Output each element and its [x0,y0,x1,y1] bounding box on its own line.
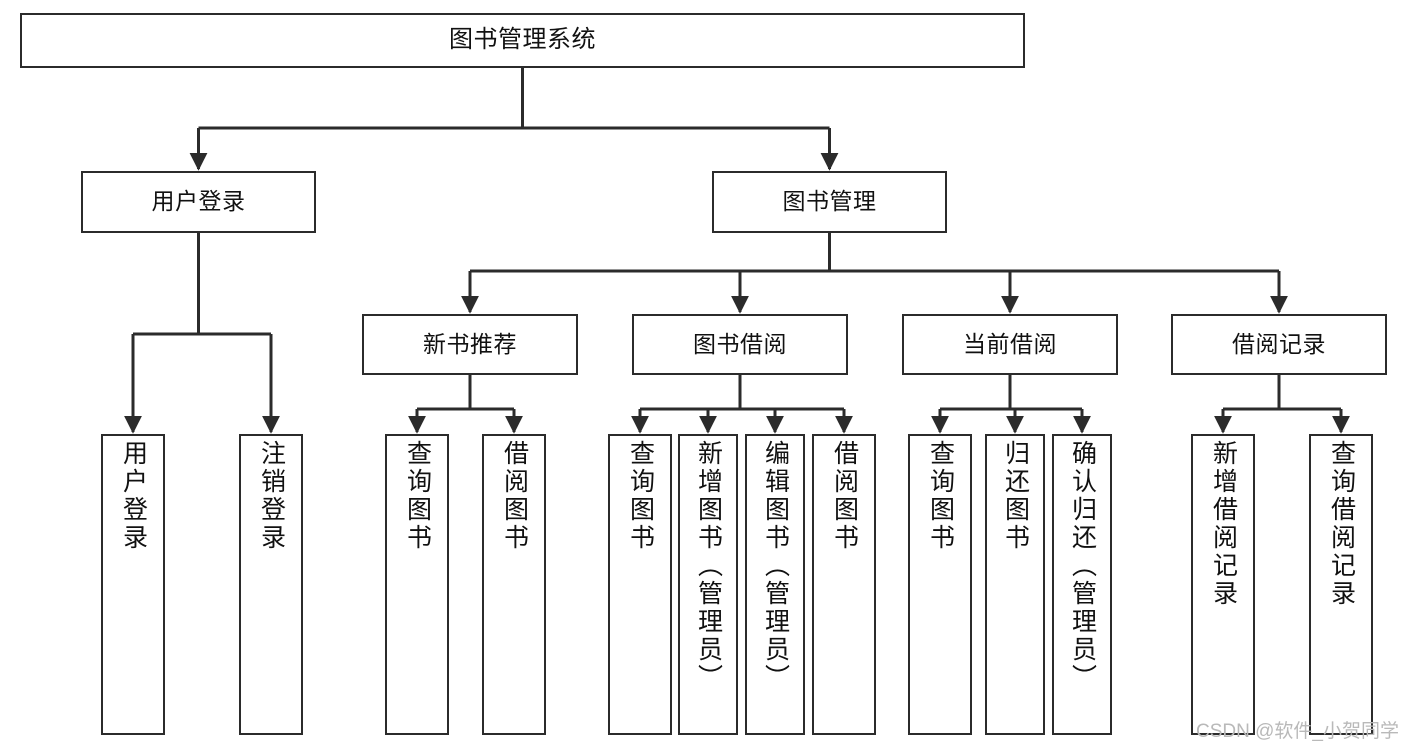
node-label: 图书管理系统 [449,26,596,54]
node-label: 借阅记录 [1232,330,1326,357]
level2-node-0[interactable]: 用户登录 [81,171,316,233]
watermark-text: CSDN @软件_小贺同学 [1196,721,1399,742]
leaf-node-8[interactable]: 查询图书 [908,434,972,735]
node-label: 借阅图书 [830,440,859,552]
leaf-node-0[interactable]: 用户登录 [101,434,165,735]
node-label: 新增借阅记录 [1209,440,1238,608]
level3-node-3[interactable]: 借阅记录 [1171,314,1387,375]
node-label: 当前借阅 [963,330,1057,357]
node-label: 图书借阅 [693,330,787,357]
leaf-node-5[interactable]: 新增图书（管理员） [678,434,738,735]
level3-node-1[interactable]: 图书借阅 [632,314,848,375]
root-node-0[interactable]: 图书管理系统 [20,13,1025,68]
node-label: 查询图书 [626,440,655,552]
node-label: 确认归还（管理员） [1068,440,1097,692]
leaf-node-11[interactable]: 新增借阅记录 [1191,434,1255,735]
leaf-node-10[interactable]: 确认归还（管理员） [1052,434,1112,735]
leaf-node-12[interactable]: 查询借阅记录 [1309,434,1373,735]
node-label: 查询图书 [403,440,432,552]
node-label: 查询图书 [926,440,955,552]
level3-node-0[interactable]: 新书推荐 [362,314,578,375]
node-label: 归还图书 [1001,440,1030,552]
level2-node-1[interactable]: 图书管理 [712,171,947,233]
node-label: 编辑图书（管理员） [761,440,790,692]
node-label: 图书管理 [782,188,877,215]
node-label: 新书推荐 [423,330,517,357]
leaf-node-4[interactable]: 查询图书 [608,434,672,735]
leaf-node-1[interactable]: 注销登录 [239,434,303,735]
node-label: 查询借阅记录 [1327,440,1356,608]
node-label: 用户登录 [151,188,246,215]
level3-node-2[interactable]: 当前借阅 [902,314,1118,375]
node-label: 用户登录 [119,440,148,552]
node-label: 新增图书（管理员） [694,440,723,692]
leaf-node-3[interactable]: 借阅图书 [482,434,546,735]
leaf-node-7[interactable]: 借阅图书 [812,434,876,735]
node-label: 注销登录 [257,440,286,552]
leaf-node-6[interactable]: 编辑图书（管理员） [745,434,805,735]
leaf-node-9[interactable]: 归还图书 [985,434,1045,735]
node-label: 借阅图书 [500,440,529,552]
leaf-node-2[interactable]: 查询图书 [385,434,449,735]
